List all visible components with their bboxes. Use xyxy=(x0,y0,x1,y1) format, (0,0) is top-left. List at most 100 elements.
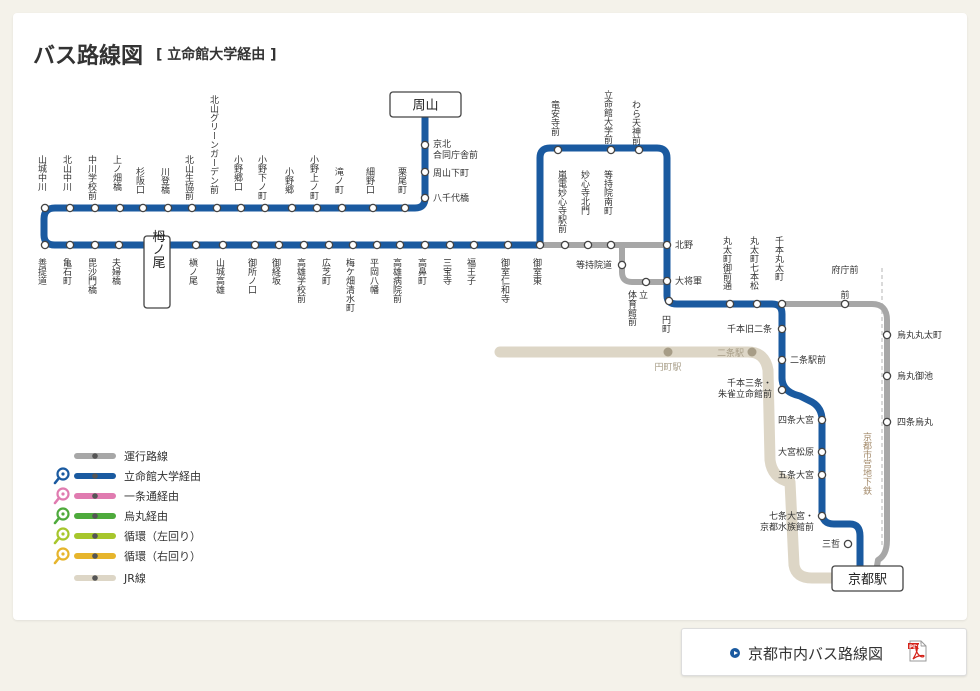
stop-label-marutamachi: 丸太町七本松 xyxy=(748,235,759,291)
stop-label-senbon: 京都水族館前 xyxy=(760,521,814,533)
bus-stop-top xyxy=(337,203,347,213)
page-title: バス路線図 xyxy=(33,44,144,69)
bus-stop-top xyxy=(138,203,148,213)
arrow-icon xyxy=(730,648,740,658)
bus-stop-senbon xyxy=(817,511,827,521)
bus-stop-top-east xyxy=(634,145,644,155)
magnifier-icon-dot xyxy=(61,532,65,536)
stop-label-top-east: 竜安寺前 xyxy=(549,99,560,137)
stop-label-senbon: 千本三条・ xyxy=(727,377,772,389)
stop-label-top: 杉阪口 xyxy=(134,166,145,194)
stop-label-top: 小野郷 xyxy=(283,167,294,195)
terminal-umenoo-label: 栂ノ尾 xyxy=(150,230,166,270)
stop-label-bottom: 山城高雄 xyxy=(214,258,225,295)
terminal-kyoto-station-box xyxy=(831,565,904,592)
legend-5-label: 循環（右回り） xyxy=(124,549,201,563)
bus-stop-top xyxy=(212,203,222,213)
stop-label-bottom: 平岡八幡 xyxy=(368,258,379,295)
magnifier-icon-dot xyxy=(61,492,65,496)
stop-label-bottom: 亀石町 xyxy=(61,257,72,285)
legend-5-dot xyxy=(92,553,98,559)
legend-0-label: 運行路線 xyxy=(124,449,168,463)
legend-6-dot xyxy=(92,575,98,581)
stop-label-bottom: 広芝町 xyxy=(320,257,331,285)
bus-stop-bottom xyxy=(469,240,479,250)
bus-stop-bottom xyxy=(372,240,382,250)
stop-label-bottom: 高鼻町 xyxy=(416,257,427,285)
stop-label-senbon: 四条大宮 xyxy=(778,414,814,426)
stop-label-top: 川登橋 xyxy=(159,167,170,195)
terminal-umenoo-box xyxy=(143,235,171,309)
bus-stop-bottom xyxy=(218,240,228,250)
stop-label-top: 北山グリーンガーデン前 xyxy=(208,95,219,195)
bus-stop-inner xyxy=(560,240,570,250)
bus-stop-bottom xyxy=(114,240,124,250)
bus-stop-top xyxy=(236,203,246,213)
stop-label-shuzan: 合同庁舎前 xyxy=(433,149,478,161)
stop-label-top: 小野郷口 xyxy=(232,155,243,191)
bus-stop-top-east xyxy=(553,145,563,155)
stop-label-bottom: 三宝寺 xyxy=(441,258,452,285)
operating-route-karasuma xyxy=(779,301,890,575)
stop-label-top: 上ノ畑橋 xyxy=(111,155,122,192)
stop-label-senbon: 二条駅前 xyxy=(790,354,826,366)
stop-label-top-east: 立命館大学前 xyxy=(602,89,613,145)
legend-3-dot xyxy=(92,513,98,519)
stop-label-shuzan: 京北 xyxy=(433,138,451,150)
svg-text:PDF: PDF xyxy=(909,644,922,650)
bus-stop-top xyxy=(115,203,125,213)
bus-stop-marutamachi xyxy=(777,299,787,309)
stop-label-senbon: 五条大宮 xyxy=(778,469,814,481)
stop-label-karasuma: 四条烏丸 xyxy=(897,416,933,428)
bus-stop-bottom xyxy=(90,240,100,250)
stop-label-senbon: 七条大宮・ xyxy=(769,510,814,522)
magnifier-icon-dot xyxy=(61,512,65,516)
magnifier-icon-dot xyxy=(61,472,65,476)
stop-label-bottom: 御所ノ口 xyxy=(246,257,257,294)
terminal-shuzan-box xyxy=(389,91,462,118)
bus-stop-top xyxy=(40,203,50,213)
jr-label-nijo: 二条駅 xyxy=(717,347,744,359)
bus-stop-enmachi xyxy=(664,296,674,306)
bus-stop-kitano xyxy=(662,240,672,250)
bus-stop-inner xyxy=(583,240,593,250)
bus-stop-top xyxy=(400,203,410,213)
bus-stop-marutamachi xyxy=(752,299,762,309)
stop-label-fuchomae-2: 前 xyxy=(840,289,849,301)
bus-stop-shuzan xyxy=(420,140,430,150)
stop-label-marutamachi: 千本丸太町 xyxy=(773,236,784,281)
stop-label-karasuma: 烏丸丸太町 xyxy=(897,329,942,341)
kyoto-bus-map-link[interactable]: 京都市内バス路線図 PDF xyxy=(681,628,967,676)
bus-stop-bottom xyxy=(503,240,513,250)
subway-label: 京都市営地下鉄 xyxy=(861,431,872,496)
legend-0-dot xyxy=(92,453,98,459)
jr-line xyxy=(494,346,846,584)
bus-stop-senbon xyxy=(843,539,853,549)
bus-stop-bottom xyxy=(299,240,309,250)
bus-stop-karasuma xyxy=(882,417,892,427)
legend-6-label: JR線 xyxy=(123,571,146,585)
magnifier-icon-handle xyxy=(53,476,61,485)
bus-stop-shuzan xyxy=(420,167,430,177)
stop-label-inner: 妙心寺北門 xyxy=(579,169,590,216)
jr-station-nijo xyxy=(747,347,757,357)
legend-3-label: 烏丸経由 xyxy=(124,509,168,523)
magnifier-icon-handle xyxy=(53,536,61,545)
bus-stop-top xyxy=(163,203,173,213)
stop-label-taiikukan: 体育館前 xyxy=(626,289,637,327)
bus-stop-marutamachi xyxy=(725,299,735,309)
bus-stop-bottom xyxy=(445,240,455,250)
bus-stop-top xyxy=(187,203,197,213)
legend-2-label: 一条通経由 xyxy=(124,489,179,503)
bus-stop-senbon xyxy=(777,385,787,395)
stop-label-shuzan: 八千代橋 xyxy=(433,192,469,204)
legend-1-label: 立命館大学経由 xyxy=(124,469,201,483)
stop-label-top: 小野上ノ町 xyxy=(308,155,319,200)
operating-route-tojiin xyxy=(619,242,671,285)
magnifier-icon-dot xyxy=(61,552,65,556)
bus-stop-bottom xyxy=(395,240,405,250)
bus-stop-bottom xyxy=(191,240,201,250)
stop-label-ritsu: 立 xyxy=(637,289,648,299)
magnifier-icon-handle xyxy=(53,556,61,565)
